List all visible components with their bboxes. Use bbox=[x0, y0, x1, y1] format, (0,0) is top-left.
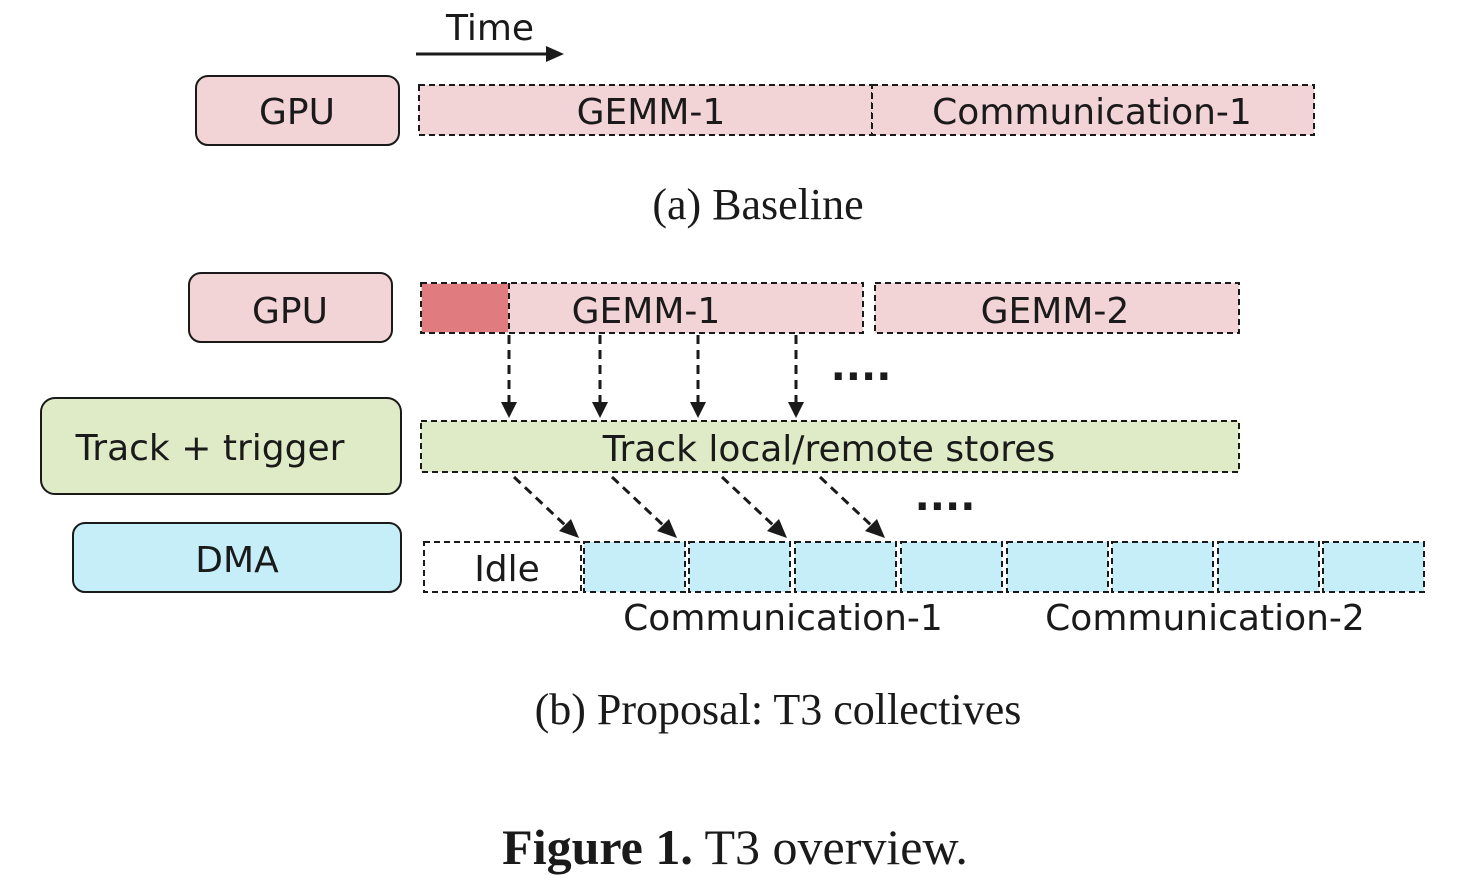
dma-unit: DMA bbox=[72, 522, 402, 593]
dma-block bbox=[1006, 541, 1109, 593]
baseline-communication-label: Communication-1 bbox=[932, 92, 1252, 133]
lower-ellipsis: .... bbox=[915, 474, 976, 520]
dma-block bbox=[794, 541, 897, 593]
baseline-gpu-label: GPU bbox=[259, 92, 335, 133]
baseline-gemm-bar: GEMM-1 bbox=[418, 84, 873, 136]
dma-block bbox=[1111, 541, 1214, 593]
proposal-gpu-unit: GPU bbox=[188, 272, 393, 343]
baseline-gemm-label: GEMM-1 bbox=[577, 92, 726, 133]
trigger-arrow-1 bbox=[512, 475, 568, 528]
time-arrow-icon bbox=[416, 46, 564, 62]
track-to-dma-arrows bbox=[512, 475, 885, 538]
dma-block bbox=[583, 541, 686, 593]
track-trigger-unit: Track + trigger bbox=[40, 397, 402, 495]
dma-block bbox=[688, 541, 791, 593]
dma-block bbox=[900, 541, 1003, 593]
proposal-gemm1-label: GEMM-1 bbox=[572, 291, 721, 332]
trigger-arrow-3 bbox=[720, 475, 776, 528]
upper-ellipsis: .... bbox=[831, 344, 892, 390]
baseline-caption: (a) Baseline bbox=[652, 180, 863, 229]
baseline-communication-bar: Communication-1 bbox=[871, 84, 1315, 136]
time-label: Time bbox=[445, 8, 534, 49]
dma-block bbox=[1217, 541, 1320, 593]
proposal-gemm1-bar: GEMM-1 bbox=[420, 282, 864, 334]
dma-communication1-label: Communication-1 bbox=[623, 598, 943, 639]
figure-number: Figure 1. bbox=[502, 819, 693, 875]
dma-transfer-blocks bbox=[583, 541, 1425, 593]
track-stores-bar: Track local/remote stores bbox=[420, 420, 1240, 473]
proposal-gemm2-label: GEMM-2 bbox=[981, 291, 1130, 332]
proposal-caption: (b) Proposal: T3 collectives bbox=[535, 685, 1022, 734]
idle-block: Idle bbox=[423, 541, 582, 593]
figure-title: T3 overview. bbox=[705, 819, 968, 875]
gemm1-completed-tile bbox=[422, 284, 508, 332]
proposal-gpu-label: GPU bbox=[252, 291, 328, 332]
figure-caption: Figure 1. T3 overview. bbox=[502, 819, 968, 875]
gpu-to-track-arrows bbox=[501, 335, 804, 418]
dma-communication2-label: Communication-2 bbox=[1045, 598, 1365, 639]
track-stores-label: Track local/remote stores bbox=[602, 429, 1055, 470]
dma-label: DMA bbox=[195, 540, 279, 581]
trigger-arrow-2 bbox=[610, 475, 666, 528]
dma-block bbox=[1322, 541, 1425, 593]
trigger-arrow-4 bbox=[818, 475, 874, 528]
track-trigger-label: Track + trigger bbox=[75, 428, 345, 469]
baseline-gpu-unit: GPU bbox=[195, 75, 400, 146]
proposal-gemm2-bar: GEMM-2 bbox=[874, 282, 1240, 334]
idle-label: Idle bbox=[474, 549, 540, 590]
